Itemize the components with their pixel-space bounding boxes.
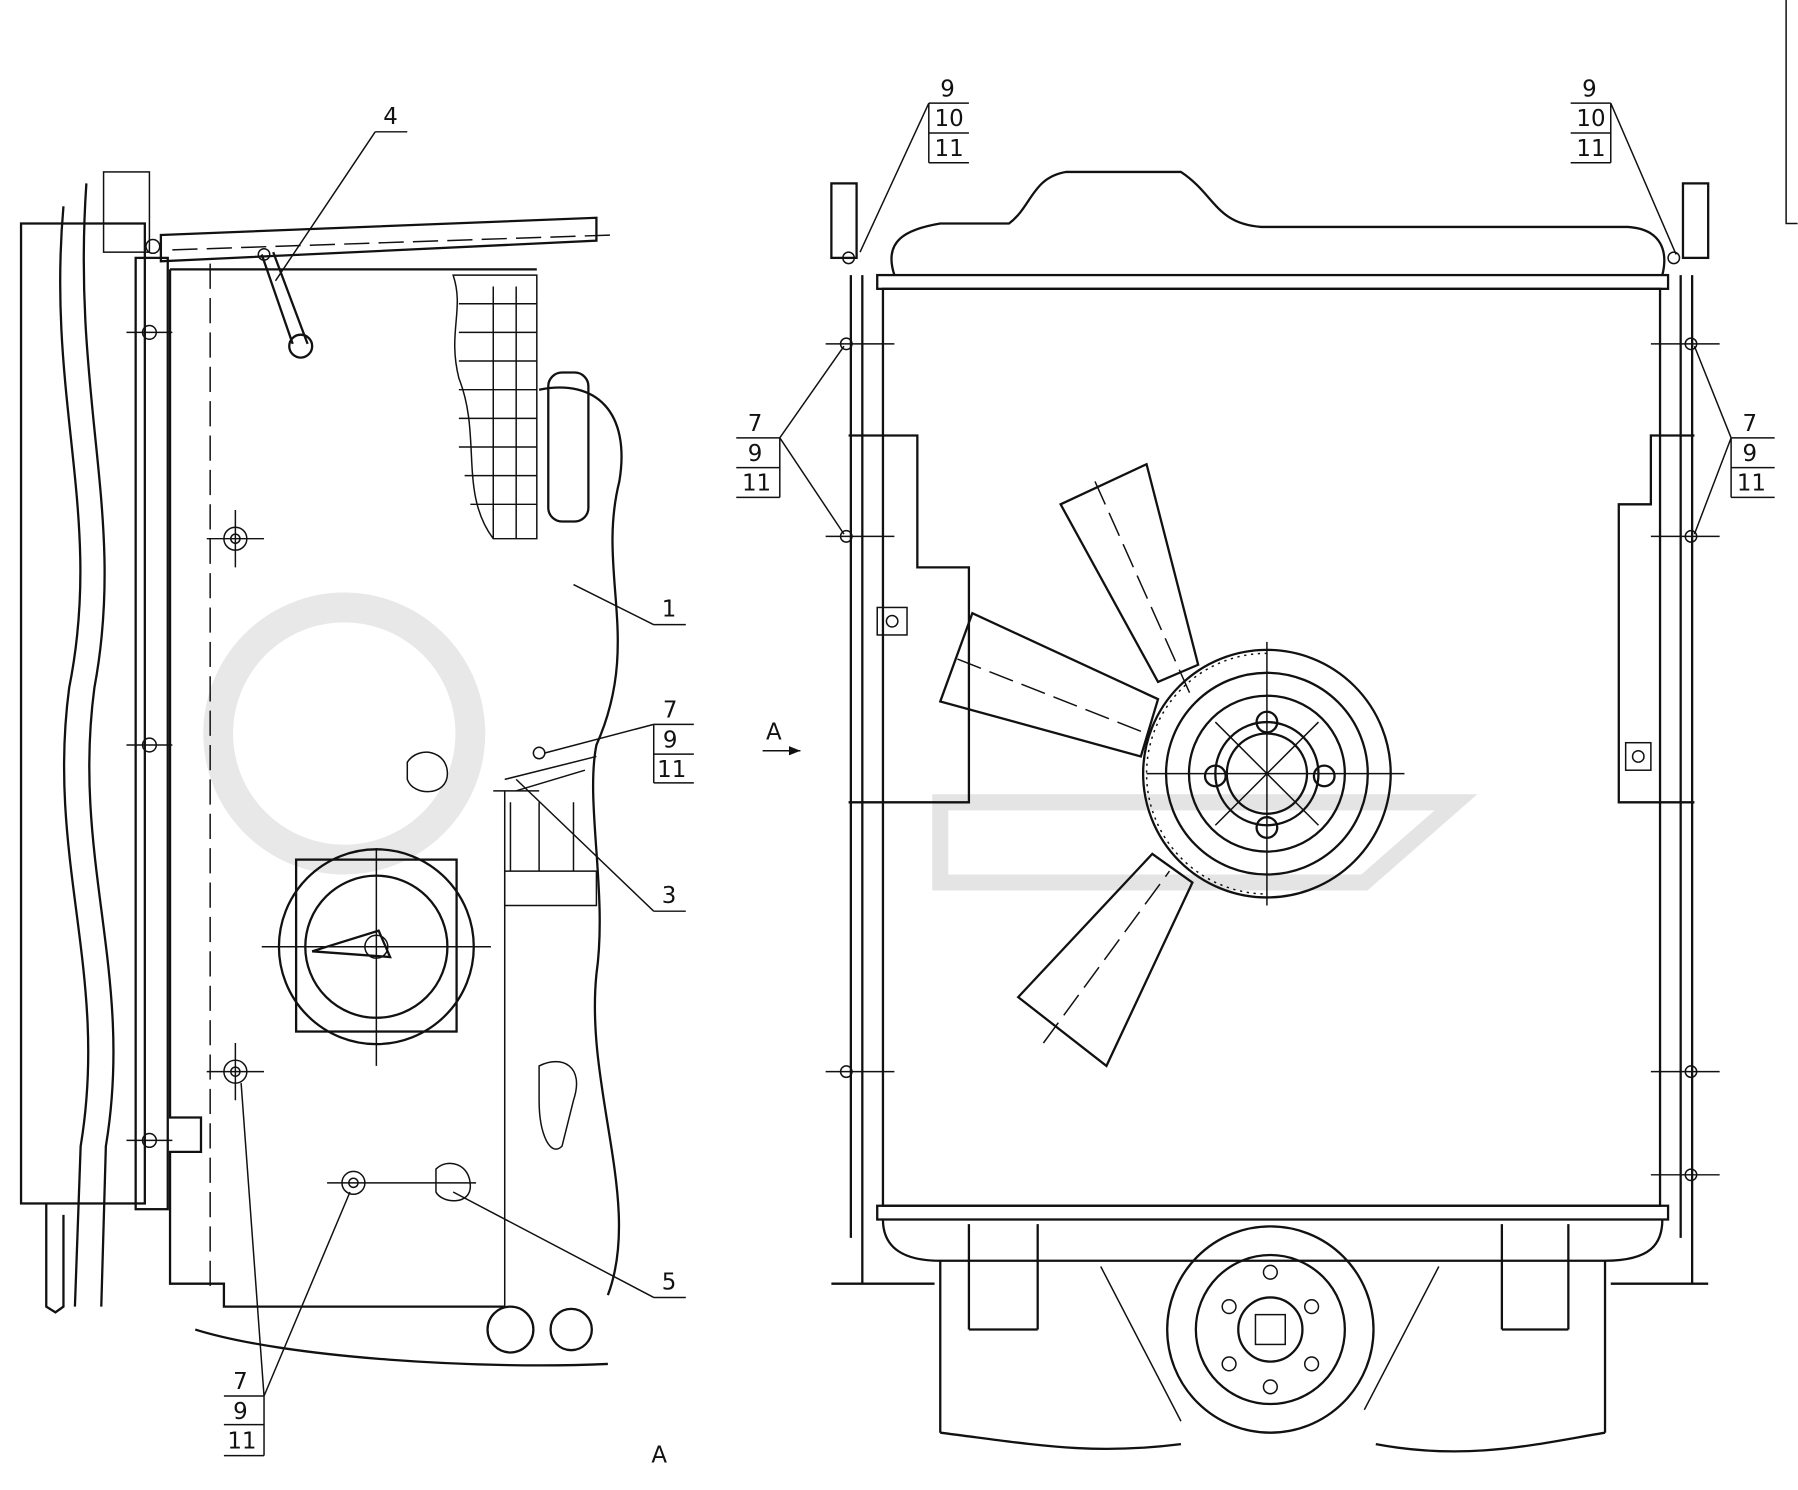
callout-1: 1 [662,597,677,623]
callout-side-right-11: 11 [1737,471,1766,497]
callout-stack-mid-9: 9 [663,727,678,753]
watermark [203,592,1478,891]
callout-top-right-10: 10 [1576,106,1605,132]
callout-4: 4 [383,104,398,130]
callout-5: 5 [662,1269,677,1295]
callout-3: 3 [662,883,677,909]
callout-side-left-7: 7 [748,411,763,437]
callout-side-right-7: 7 [1743,411,1758,437]
front-view [825,170,1720,1453]
callout-side-left-9: 9 [748,441,763,467]
view-arrow-label: A [766,719,782,745]
front-view-callouts: 9 10 11 9 10 11 7 9 11 7 9 11 A [736,0,1798,756]
callout-stack-mid-7: 7 [663,697,678,723]
callout-top-left-10: 10 [935,106,964,132]
callout-top-left-11: 11 [935,136,964,162]
callout-stack-mid-11: 11 [657,757,686,783]
callout-top-right-9: 9 [1582,76,1597,102]
view-label-a: A [651,1442,667,1468]
left-view-callouts: 4 1 7 9 11 3 5 7 9 11 A [223,104,694,1468]
callout-top-right-11: 11 [1576,136,1605,162]
callout-top-left-9: 9 [940,76,955,102]
left-side-view [19,171,623,1367]
callout-side-left-11: 11 [742,471,771,497]
callout-stack-bottom-7: 7 [233,1369,248,1395]
callout-stack-bottom-9: 9 [233,1399,248,1425]
callout-stack-bottom-11: 11 [227,1429,256,1455]
callout-side-right-9: 9 [1743,441,1758,467]
